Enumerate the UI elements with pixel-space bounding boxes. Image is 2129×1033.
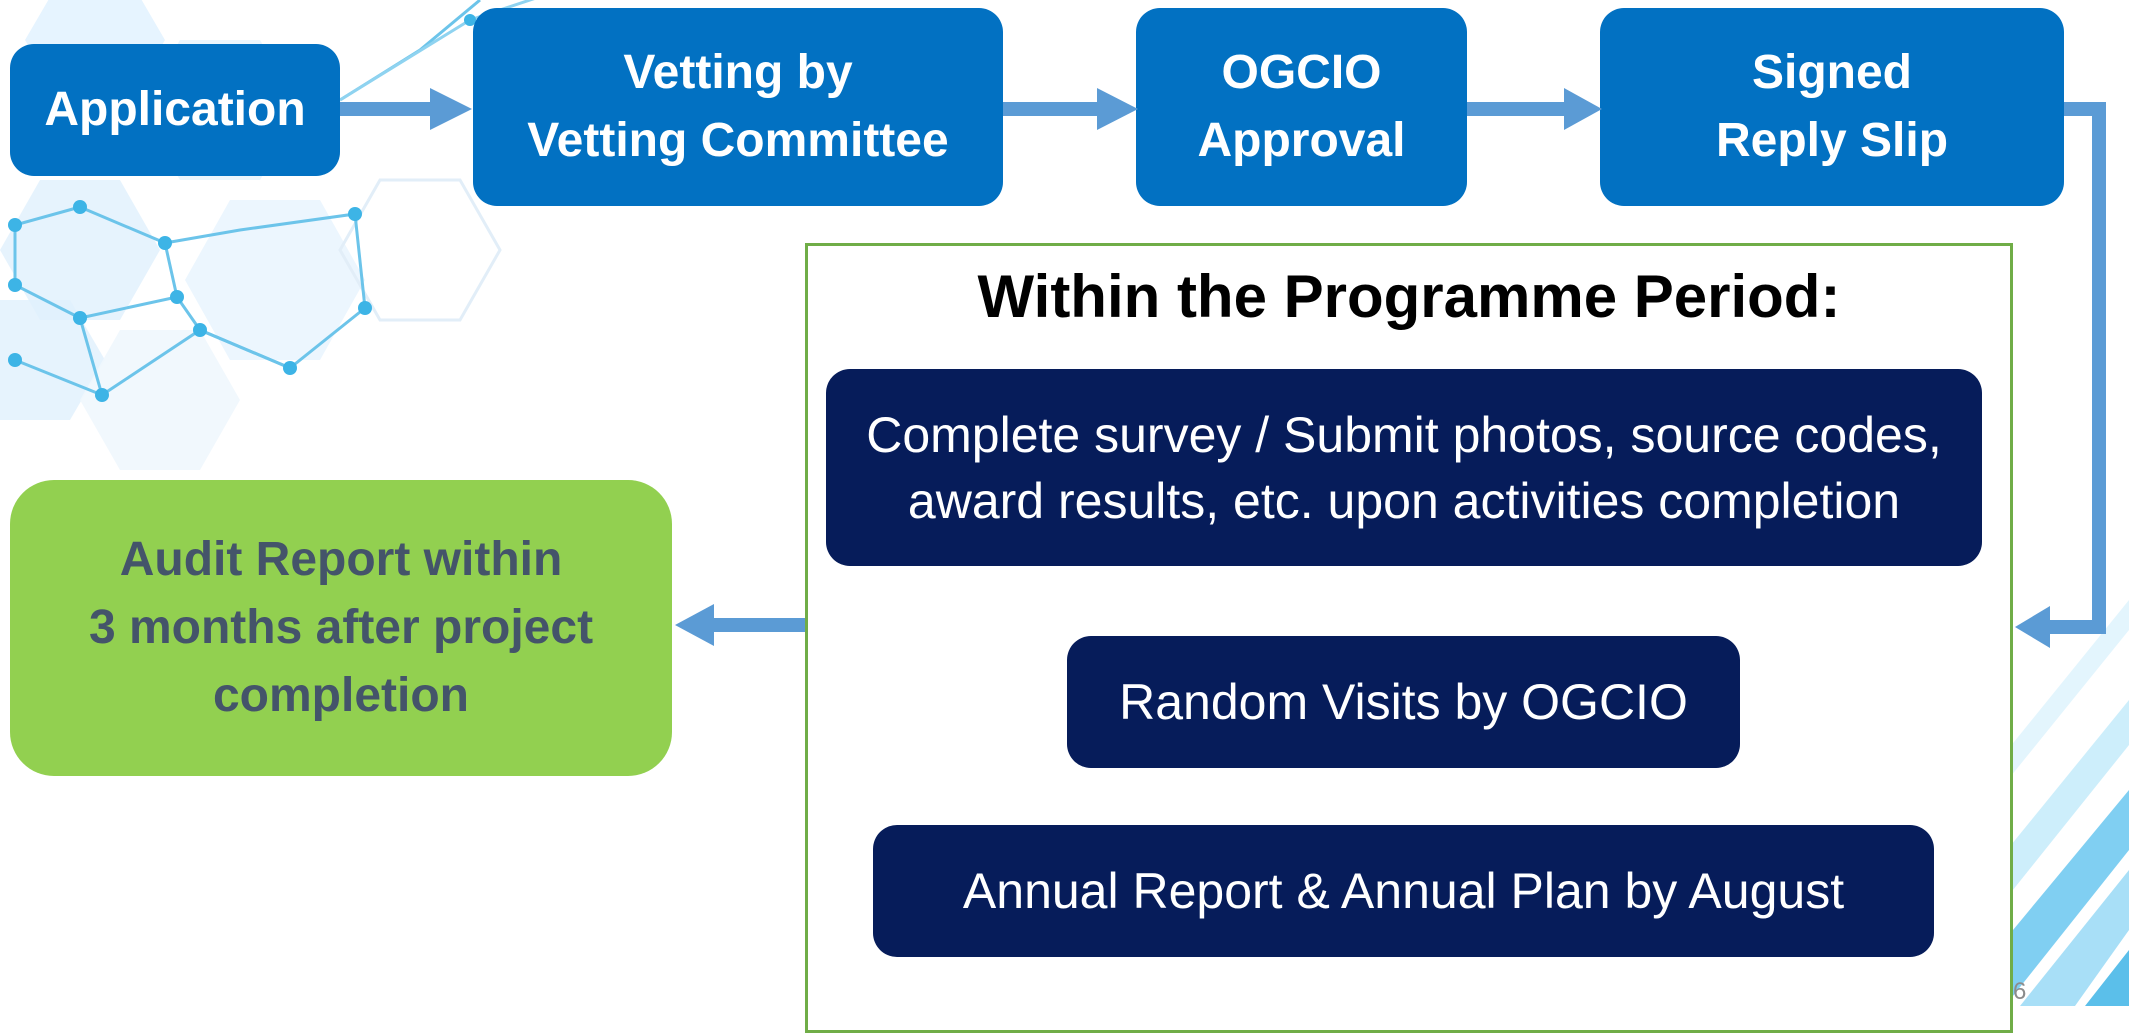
arrow-vetting-to-ogcio bbox=[1003, 88, 1138, 130]
page-number: 6 bbox=[2013, 978, 2027, 1005]
audit-report-box: Audit Report within 3 months after proje… bbox=[10, 480, 672, 776]
annual-report-label: Annual Report & Annual Plan by August bbox=[962, 863, 1845, 919]
ogcio-approval-line2: Approval bbox=[1197, 114, 1406, 167]
random-visits-box: Random Visits by OGCIO bbox=[1067, 636, 1740, 768]
audit-report-line2: 3 months after project bbox=[88, 601, 594, 654]
arrow-application-to-vetting bbox=[340, 88, 472, 130]
signed-reply-line2: Reply Slip bbox=[1715, 114, 1949, 167]
arrow-signed-to-period bbox=[2015, 102, 2106, 648]
vetting-box: Vetting by Vetting Committee bbox=[473, 8, 1003, 206]
flow-arrows bbox=[340, 88, 2106, 648]
arrow-period-to-audit bbox=[675, 604, 805, 646]
arrow-ogcio-to-signed bbox=[1467, 88, 1602, 130]
programme-period-title: Within the Programme Period: bbox=[977, 263, 1841, 330]
application-label: Application bbox=[44, 83, 306, 136]
survey-submission-line1: Complete survey / Submit photos, source … bbox=[866, 406, 1942, 463]
vetting-label-line1: Vetting by bbox=[623, 46, 853, 99]
survey-submission-box: Complete survey / Submit photos, source … bbox=[826, 369, 1982, 566]
signed-reply-slip-box: Signed Reply Slip bbox=[1600, 8, 2064, 206]
audit-report-line1: Audit Report within bbox=[119, 533, 563, 586]
signed-reply-line1: Signed bbox=[1751, 46, 1912, 99]
vetting-label-line2: Vetting Committee bbox=[527, 114, 949, 167]
ogcio-approval-line1: OGCIO bbox=[1221, 46, 1382, 99]
survey-submission-line2: award results, etc. upon activities comp… bbox=[907, 472, 1901, 529]
random-visits-label: Random Visits by OGCIO bbox=[1119, 674, 1688, 730]
audit-report-line3: completion bbox=[212, 669, 469, 722]
annual-report-box: Annual Report & Annual Plan by August bbox=[873, 825, 1934, 957]
application-box: Application bbox=[10, 44, 340, 176]
ogcio-approval-box: OGCIO Approval bbox=[1136, 8, 1467, 206]
